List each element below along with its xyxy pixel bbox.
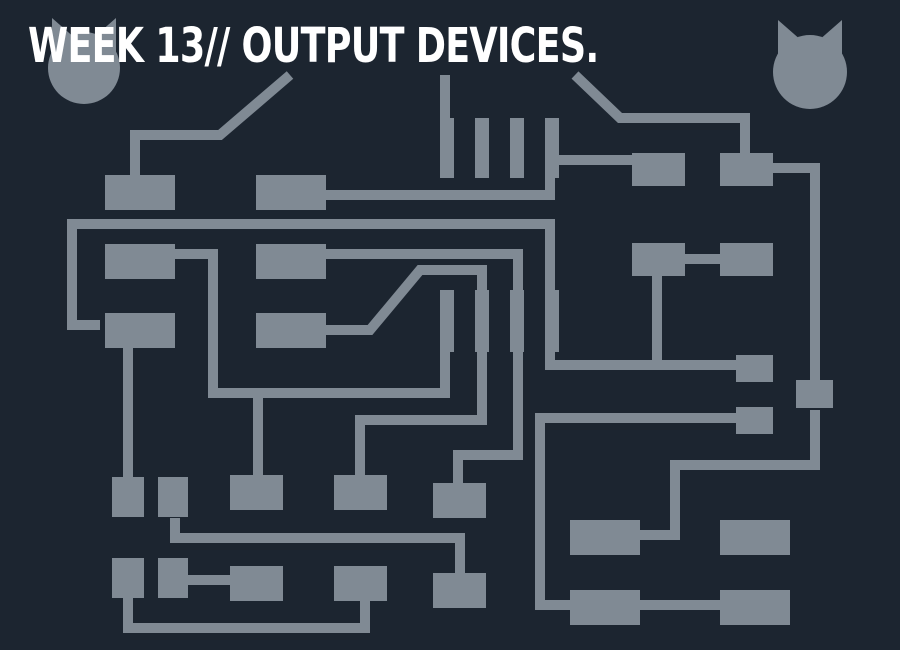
pad — [112, 477, 144, 517]
pad — [632, 243, 685, 276]
pad — [720, 153, 773, 186]
pad — [570, 520, 640, 555]
trace — [571, 71, 750, 155]
pad — [230, 566, 283, 601]
pad — [475, 290, 489, 352]
trace — [325, 249, 523, 485]
pad — [105, 313, 175, 348]
pad — [720, 520, 790, 555]
trace — [325, 265, 487, 478]
pad — [440, 290, 454, 352]
pad — [334, 475, 387, 510]
pad — [632, 153, 685, 186]
pad — [230, 475, 283, 510]
pad — [334, 566, 387, 601]
cat-head-icon-left — [48, 18, 120, 104]
trace — [67, 219, 740, 370]
trace — [175, 249, 450, 398]
pad — [475, 118, 489, 178]
pad — [105, 244, 175, 279]
pad — [570, 590, 640, 625]
trace — [770, 163, 820, 380]
pad — [112, 558, 144, 598]
cat-head-icon-right — [773, 20, 847, 109]
pad — [720, 590, 790, 625]
trace — [170, 518, 465, 575]
pad — [736, 407, 773, 434]
trace — [123, 598, 370, 633]
pad — [256, 313, 326, 348]
trace — [640, 410, 820, 540]
pad — [720, 243, 773, 276]
pad — [510, 290, 524, 352]
pad — [433, 483, 486, 518]
pad — [433, 573, 486, 608]
pad — [158, 558, 188, 598]
pads — [105, 118, 833, 625]
pad — [105, 175, 175, 210]
pad — [256, 175, 326, 210]
pad — [545, 290, 559, 352]
pad — [545, 118, 559, 178]
pad — [796, 380, 833, 408]
trace — [130, 71, 294, 180]
pad — [736, 355, 773, 382]
pad — [440, 118, 454, 178]
pad — [510, 118, 524, 178]
trace — [535, 413, 740, 610]
pad — [256, 244, 326, 279]
pad — [158, 477, 188, 517]
page-title: WEEK 13// OUTPUT DEVICES. — [28, 18, 599, 74]
